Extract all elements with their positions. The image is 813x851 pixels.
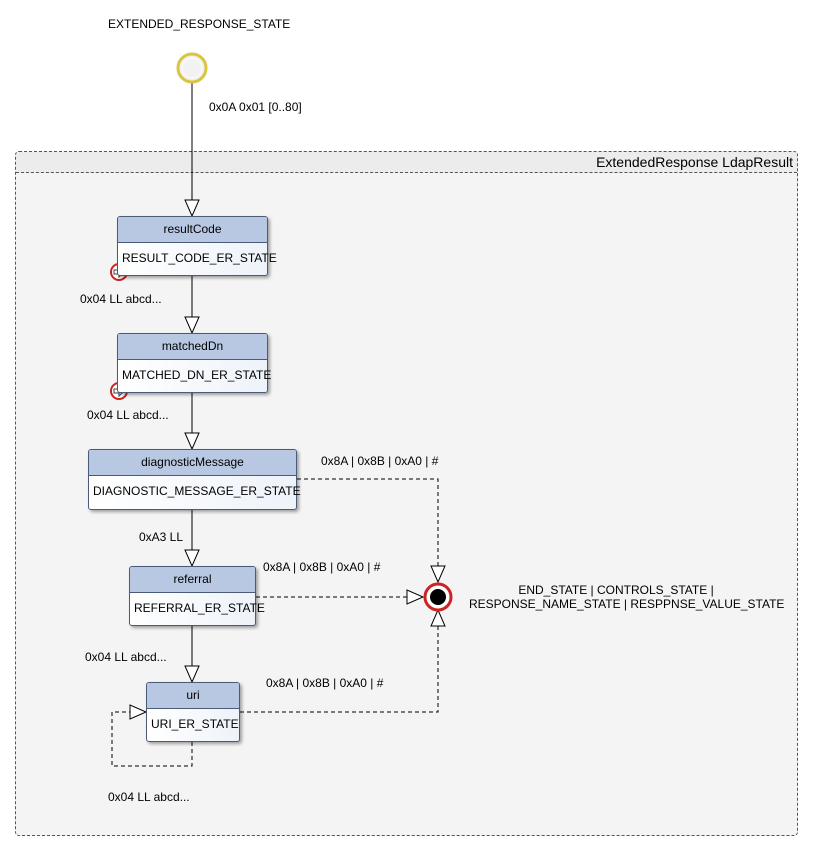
initial-state-label: EXTENDED_RESPONSE_STATE [108,17,291,31]
final-state-inner [430,589,446,605]
state-referral[interactable]: referral REFERRAL_ER_STATE [129,566,265,626]
state-sub: REFERRAL_ER_STATE [134,601,265,615]
edge-diagnostic-end [297,478,439,566]
transition-label-uri-self: 0x04 LL abcd... [108,790,190,804]
transition-label-referral-uri: 0x04 LL abcd... [85,650,167,664]
state-name: referral [130,567,255,593]
arrowhead-uri-self [129,704,148,720]
arrowhead-referral [184,549,200,568]
edge-uri-self [111,711,193,767]
edge-uri-end [240,626,439,713]
transition-label-diag-end: 0x8A | 0x8B | 0xA0 | # [321,454,439,468]
end-state-label-line1: END_STATE | CONTROLS_STATE | [518,583,714,597]
arrowhead-matcheddn [184,316,200,335]
region-header [16,152,797,173]
state-sub: URI_ER_STATE [151,717,239,731]
end-state-label-line2: RESPONSE_NAME_STATE | RESPPNSE_VALUE_STA… [469,597,785,611]
state-resultcode[interactable]: resultCode RESULT_CODE_ER_STATE [117,216,277,276]
state-sub: MATCHED_DN_ER_STATE [122,368,272,382]
state-uri[interactable]: uri URI_ER_STATE [146,682,240,742]
arrowhead-diagnostic [184,432,200,451]
arrowhead-uri [184,665,200,684]
state-matcheddn[interactable]: matchedDn MATCHED_DN_ER_STATE [117,333,272,393]
state-name: uri [147,683,239,709]
state-sub: DIAGNOSTIC_MESSAGE_ER_STATE [93,484,301,498]
transition-label-uri-end: 0x8A | 0x8B | 0xA0 | # [266,676,384,690]
region-title: ExtendedResponse LdapResult [596,154,793,170]
transition-label-matched-diag: 0x04 LL abcd... [87,408,169,422]
state-sub: RESULT_CODE_ER_STATE [122,251,277,265]
state-name: diagnosticMessage [89,450,296,476]
state-name: matchedDn [118,334,267,360]
transition-label-diag-referral: 0xA3 LL [139,530,184,544]
arrowhead-end-bottom [430,608,446,627]
arrowhead-resultcode [184,199,200,218]
state-diagnosticmessage[interactable]: diagnosticMessage DIAGNOSTIC_MESSAGE_ER_… [88,449,301,510]
initial-transition-label: 0x0A 0x01 [0..80] [209,100,302,114]
transition-label-result-matched: 0x04 LL abcd... [80,292,162,306]
state-name: resultCode [118,217,267,243]
transition-label-referral-end: 0x8A | 0x8B | 0xA0 | # [263,560,381,574]
initial-state-inner [181,57,203,79]
arrowhead-end-left [406,589,425,605]
arrowhead-end-top [430,565,446,584]
